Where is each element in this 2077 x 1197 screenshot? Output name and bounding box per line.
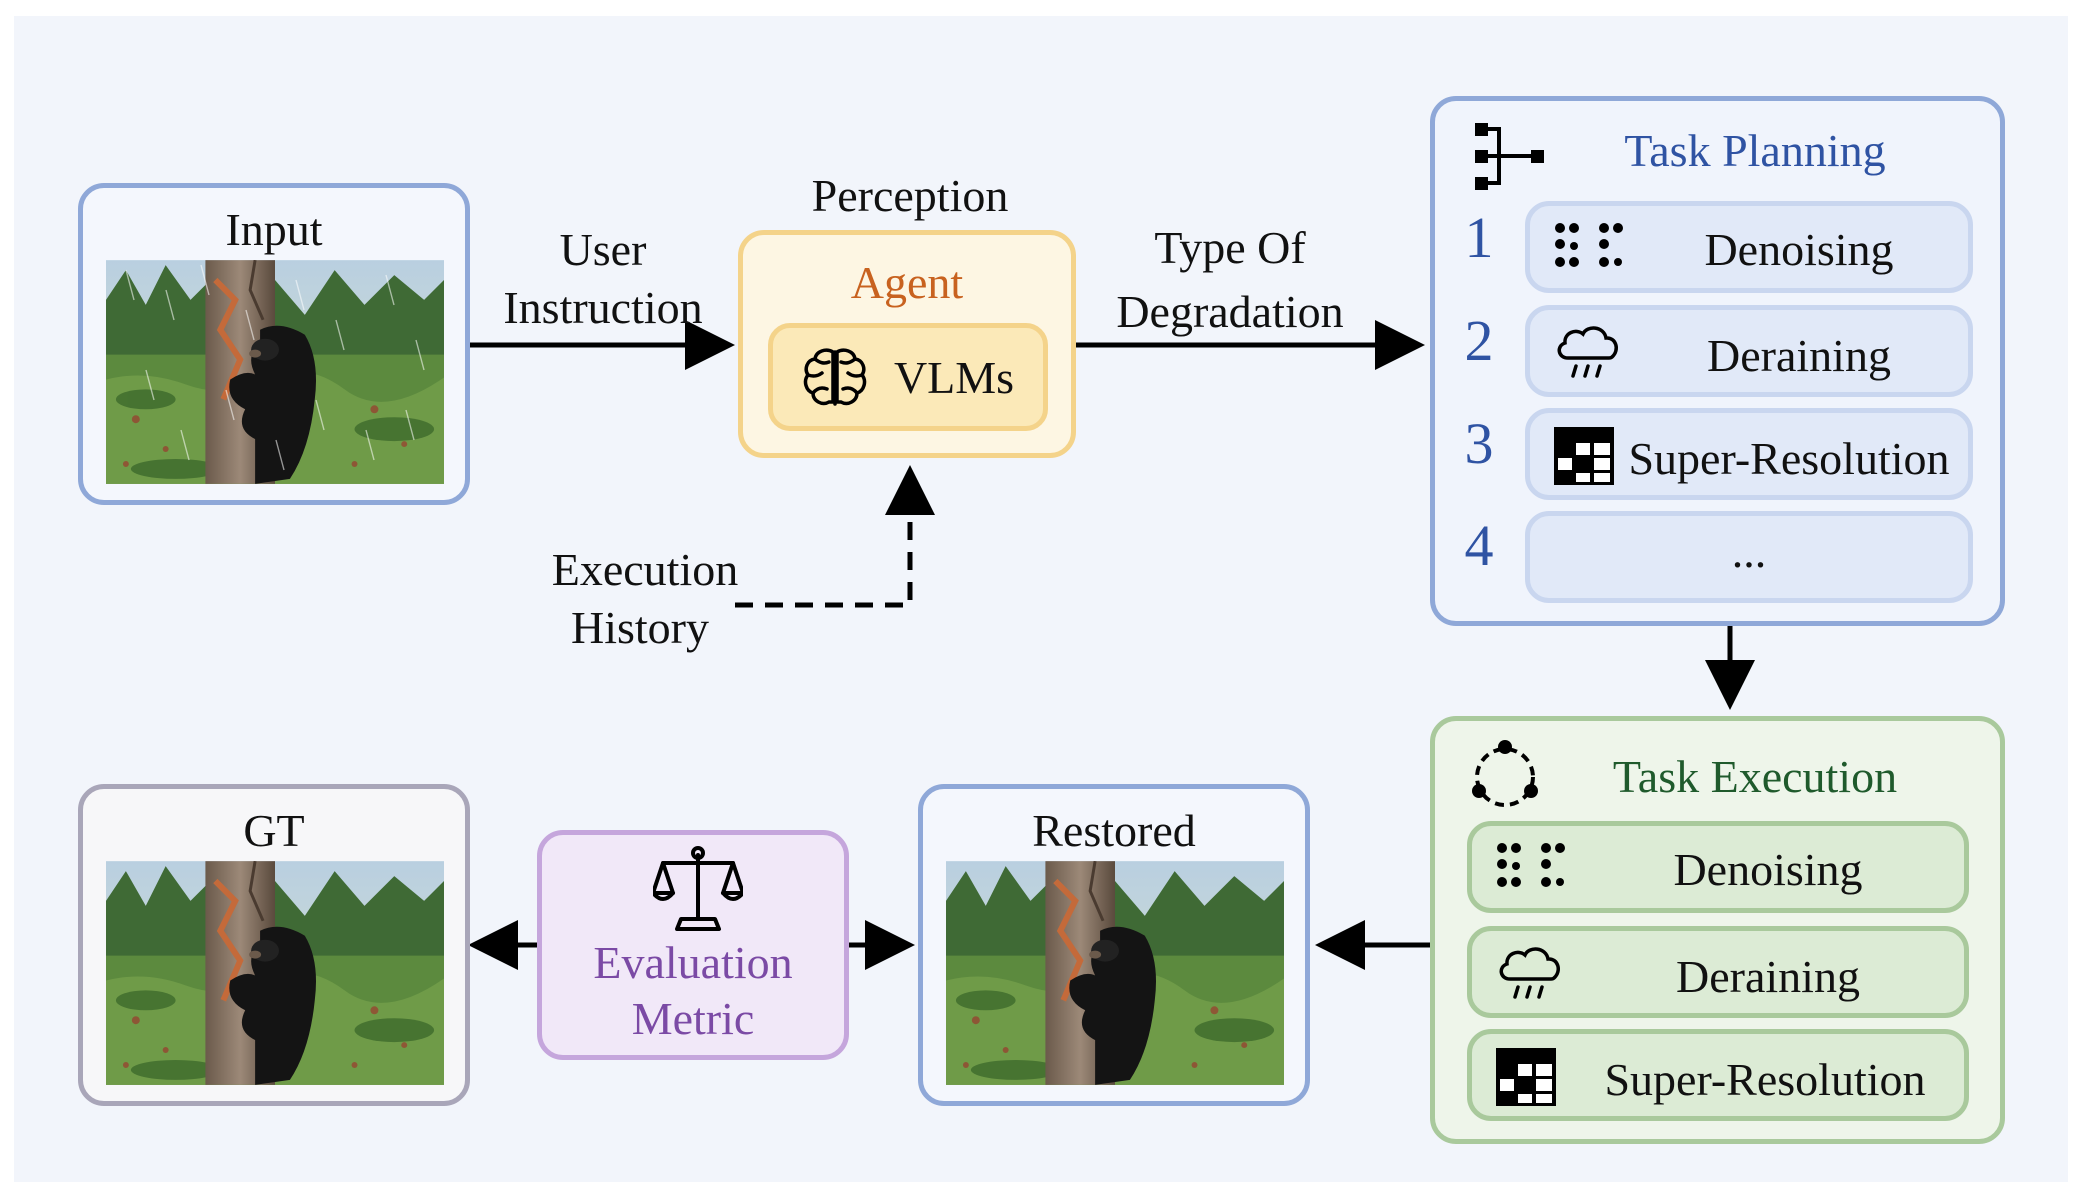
cycle-icon (1472, 740, 1538, 807)
gt-title: GT (243, 805, 305, 856)
user-instruction-line2: Instruction (503, 282, 703, 333)
task-planning-panel: Task Planning 1 Denoising 2 Deraining 3 (1430, 96, 2005, 626)
restored-title: Restored (1032, 805, 1196, 856)
gt-box: GT (78, 784, 470, 1106)
planning-item-label-1: Denoising (1704, 224, 1894, 275)
planning-number-3: 3 (1464, 411, 1494, 476)
pixel-grid-icon (1496, 1048, 1556, 1106)
execution-item-label-2: Deraining (1676, 951, 1860, 1002)
input-image (106, 260, 444, 484)
restored-box: Restored (918, 784, 1310, 1106)
execution-item-label-3: Super-Resolution (1604, 1054, 1926, 1105)
user-instruction-line1: User (559, 224, 647, 275)
planning-item-label-4: ... (1731, 526, 1767, 577)
planning-item-deraining: Deraining (1525, 305, 1973, 397)
balance-scale-icon (653, 846, 743, 931)
degradation-line1: Type Of (1154, 222, 1306, 273)
rain-overlay (125, 264, 425, 471)
planning-number-4: 4 (1464, 513, 1494, 578)
perception-label: Perception (811, 170, 1009, 221)
planning-item-label-2: Deraining (1707, 330, 1891, 381)
vlm-label: VLMs (893, 351, 1015, 403)
execution-item-label-1: Denoising (1673, 844, 1863, 895)
pixel-grid-icon (1554, 427, 1614, 485)
vlm-box: VLMs (768, 323, 1048, 431)
hierarchy-icon (1475, 123, 1544, 190)
rain-cloud-icon (1557, 326, 1618, 378)
task-execution-panel: Task Execution Denoising Deraining (1430, 716, 2005, 1144)
task-planning-title: Task Planning (1624, 125, 1886, 176)
task-execution-title: Task Execution (1612, 751, 1898, 802)
degradation-line2: Degradation (1116, 286, 1344, 337)
agent-box: Agent VLMs (738, 230, 1076, 458)
execution-item-super-resolution: Super-Resolution (1467, 1029, 1969, 1121)
planning-item-denoising: Denoising (1525, 201, 1973, 293)
rain-cloud-icon (1499, 947, 1560, 999)
gt-image (106, 861, 444, 1085)
agent-title: Agent (850, 257, 964, 308)
planning-number-1: 1 (1464, 205, 1494, 270)
planning-item-label-3: Super-Resolution (1628, 433, 1950, 484)
execution-history-line2: History (571, 602, 709, 653)
planning-item-super-resolution: Super-Resolution (1525, 408, 1973, 500)
input-title: Input (225, 204, 323, 255)
execution-item-deraining: Deraining (1467, 926, 1969, 1018)
evaluation-line2: Metric (631, 993, 755, 1044)
execution-history-line1: Execution (551, 544, 739, 595)
evaluation-metric-box: Evaluation Metric (537, 830, 849, 1060)
denoise-dots-icon (1497, 843, 1565, 887)
execution-item-denoising: Denoising (1467, 821, 1969, 913)
restored-image (946, 861, 1284, 1085)
brain-icon (803, 348, 867, 406)
planning-item-more: ... (1525, 511, 1973, 603)
denoise-dots-icon (1555, 223, 1623, 267)
input-box: Input (78, 183, 470, 505)
evaluation-line1: Evaluation (593, 937, 793, 988)
planning-number-2: 2 (1464, 308, 1494, 373)
